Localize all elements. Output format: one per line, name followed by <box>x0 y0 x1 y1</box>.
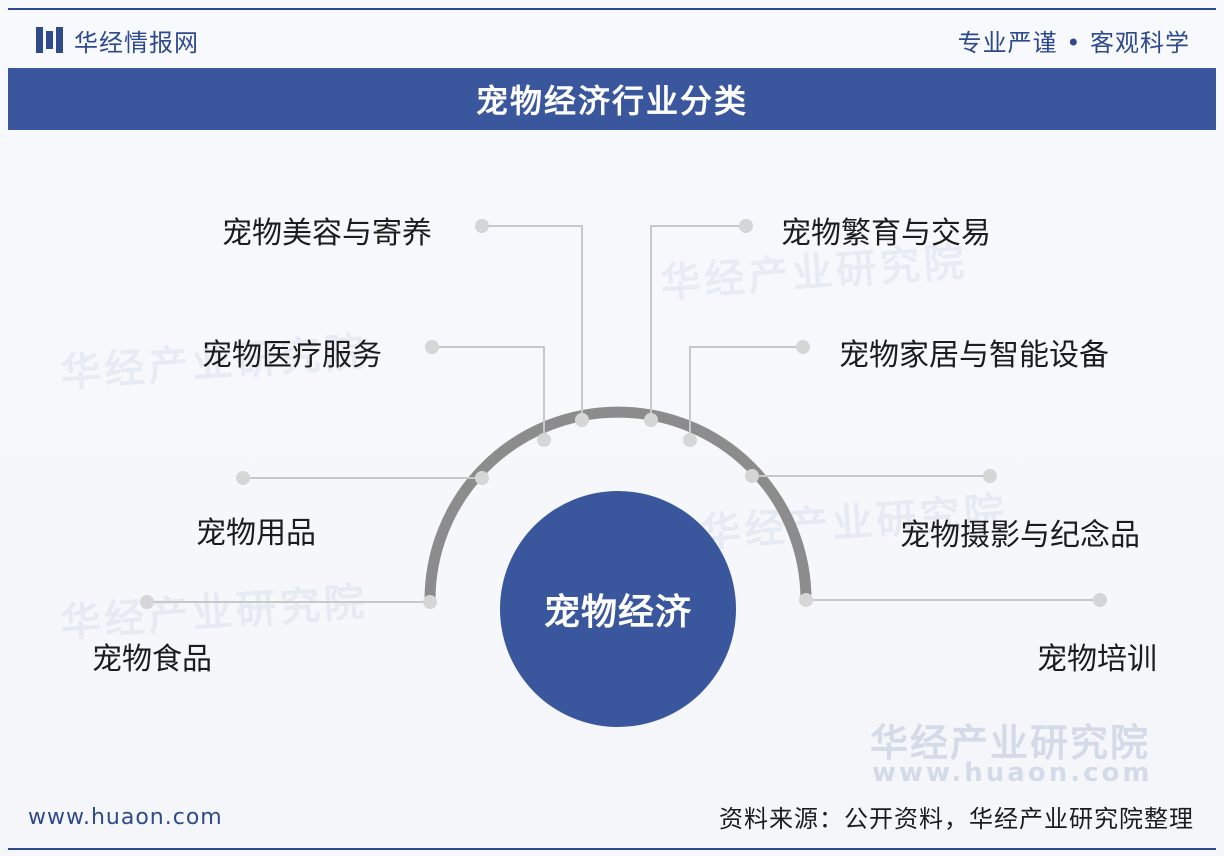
dot-medical-arc <box>537 433 551 447</box>
dot-breeding-end <box>739 219 753 233</box>
top-rule <box>8 8 1216 10</box>
watermark-logo-text: 华经产业研究院 <box>870 721 1151 765</box>
dot-photo-arc <box>745 469 759 483</box>
dot-home-arc <box>683 433 697 447</box>
footer-website: www.huaon.com <box>28 805 223 830</box>
dot-food-arc <box>423 595 437 609</box>
dot-beauty-end <box>475 219 489 233</box>
dot-supplies-end <box>236 471 250 485</box>
connector-home <box>689 346 803 440</box>
connector-breeding <box>650 225 746 420</box>
label-food: 宠物食品 <box>92 642 212 677</box>
dot-training-end <box>1093 593 1107 607</box>
huajing-logo-icon <box>36 27 64 53</box>
brand-name: 华经情报网 <box>74 28 199 57</box>
dot-home-end <box>796 340 810 354</box>
slogan: 专业严谨 • 客观科学 <box>957 28 1190 57</box>
dot-beauty-arc <box>575 413 589 427</box>
dot-medical-end <box>425 340 439 354</box>
label-medical: 宠物医疗服务 <box>202 338 382 373</box>
watermark-url: www.huaon.com <box>872 758 1153 788</box>
label-training: 宠物培训 <box>1037 642 1157 677</box>
arc <box>424 406 812 601</box>
label-photo: 宠物摄影与纪念品 <box>900 518 1140 553</box>
center-circle <box>500 491 736 727</box>
footer-source: 资料来源：公开资料，华经产业研究院整理 <box>719 805 1194 833</box>
dot-training-arc <box>799 593 813 607</box>
label-supplies: 宠物用品 <box>196 516 316 551</box>
label-home: 宠物家居与智能设备 <box>839 338 1109 373</box>
bottom-rule <box>8 848 1216 850</box>
dot-breeding-arc <box>644 413 658 427</box>
page-title: 宠物经济行业分类 <box>475 82 748 120</box>
label-beauty: 宠物美容与寄养 <box>222 216 432 251</box>
brand-header: 华经情报网 <box>36 22 199 58</box>
label-breeding: 宠物繁育与交易 <box>781 216 991 251</box>
center-label: 宠物经济 <box>543 592 692 633</box>
connector-beauty <box>482 225 583 420</box>
dot-food-end <box>140 595 154 609</box>
title-bar: 宠物经济行业分类 <box>8 68 1216 130</box>
connector-medical <box>432 346 545 440</box>
dot-photo-end <box>983 469 997 483</box>
dot-supplies-arc <box>475 471 489 485</box>
